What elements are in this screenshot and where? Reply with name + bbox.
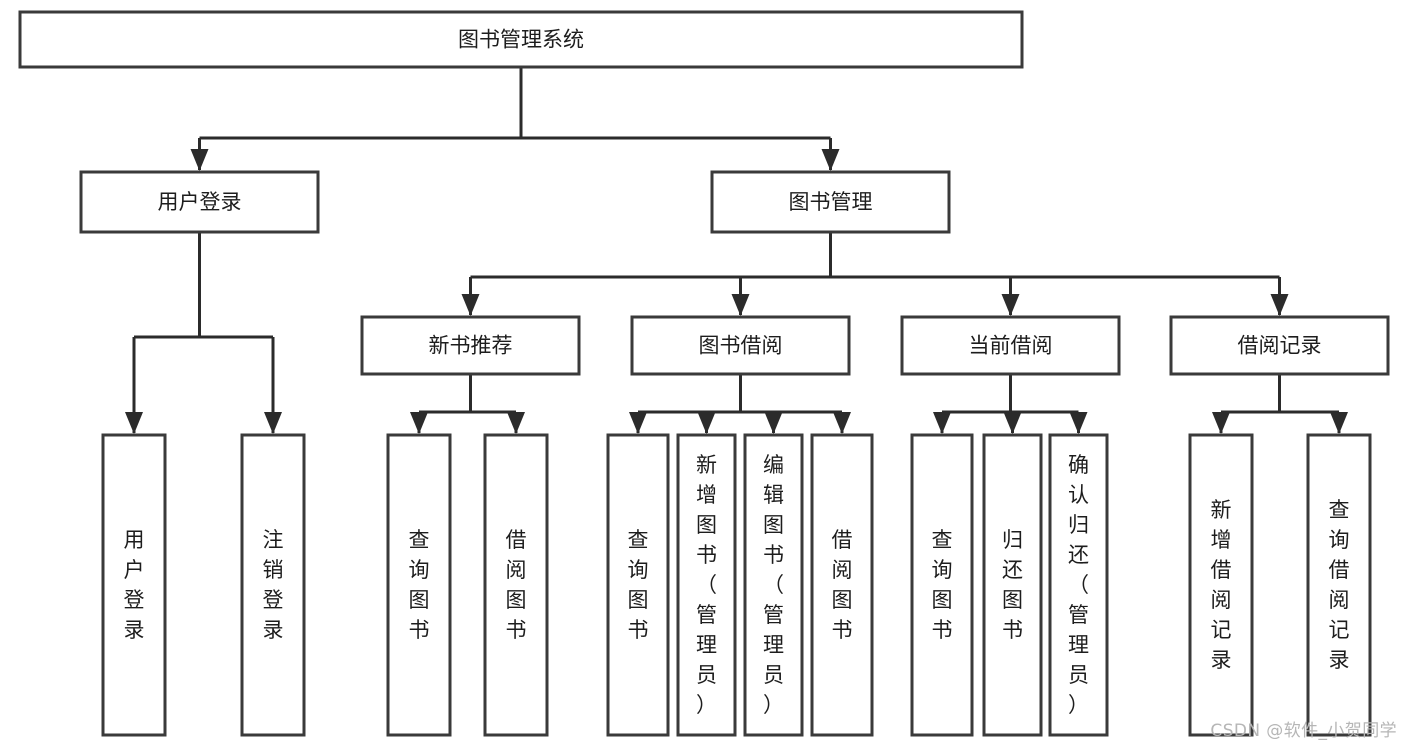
node-book-management-label: 图书管理: [789, 190, 873, 214]
node-leaf-query-book-current-rect: [910, 433, 974, 737]
arrow-head-icon: [410, 412, 428, 434]
node-leaf-logout-login[interactable]: 注销登录: [240, 433, 306, 737]
node-book-borrow-label: 图书借阅: [699, 334, 783, 358]
node-new-book-recommend-rect: [360, 315, 581, 376]
node-leaf-borrow-book-rect: [810, 433, 874, 737]
node-leaf-add-borrow-record-label: 新增借阅记录: [1211, 498, 1232, 672]
node-leaf-edit-book-admin[interactable]: 编辑图书（管理员）: [743, 433, 804, 737]
node-current-borrow-label: 当前借阅: [969, 334, 1053, 358]
node-leaf-return-book-rect: [982, 433, 1043, 737]
arrow-head-icon: [1212, 412, 1230, 434]
node-leaf-query-book-current-label: 查询图书: [932, 528, 953, 642]
node-root-rect: [18, 10, 1024, 69]
arrow-head-icon: [933, 412, 951, 434]
node-borrow-record[interactable]: 借阅记录: [1169, 315, 1390, 376]
node-user-login-rect: [79, 170, 320, 234]
node-leaf-query-borrow-record-label: 查询借阅记录: [1329, 498, 1350, 672]
node-current-borrow[interactable]: 当前借阅: [900, 315, 1121, 376]
node-leaf-return-book-label: 归还图书: [1002, 528, 1023, 642]
node-leaf-add-book-admin-rect: [676, 433, 737, 737]
node-leaf-borrow-book-recommend-label: 借阅图书: [506, 528, 527, 642]
arrow-head-icon: [1003, 412, 1022, 434]
node-leaf-edit-book-admin-rect: [743, 433, 804, 737]
node-book-borrow-rect: [630, 315, 851, 376]
node-current-borrow-rect: [900, 315, 1121, 376]
node-leaf-add-borrow-record-rect: [1188, 433, 1254, 737]
arrow-head-icon: [507, 412, 525, 434]
node-book-management-rect: [710, 170, 951, 234]
node-root-label: 图书管理系统: [458, 28, 584, 52]
node-leaf-logout-login-rect: [240, 433, 306, 737]
node-leaf-add-book-admin[interactable]: 新增图书（管理员）: [676, 433, 737, 737]
node-leaf-add-book-admin-label: 新增图书（管理员）: [696, 453, 717, 717]
arrow-head-icon: [1270, 294, 1289, 316]
node-leaf-borrow-book[interactable]: 借阅图书: [810, 433, 874, 737]
node-leaf-confirm-return-admin-rect: [1048, 433, 1109, 737]
node-leaf-borrow-book-recommend-rect: [483, 433, 549, 737]
node-leaf-query-book-recommend-label: 查询图书: [409, 528, 430, 642]
arrow-head-icon: [264, 412, 282, 434]
node-leaf-logout-login-label: 注销登录: [263, 528, 284, 642]
arrow-head-icon: [821, 149, 840, 171]
arrow-head-icon: [1069, 412, 1088, 434]
node-leaf-edit-book-admin-label: 编辑图书（管理员）: [763, 453, 784, 717]
arrow-head-icon: [833, 412, 851, 434]
node-leaf-query-book-borrow-label: 查询图书: [628, 528, 649, 642]
node-leaf-query-borrow-record-rect: [1306, 433, 1372, 737]
node-leaf-user-login-label: 用户登录: [124, 528, 145, 642]
node-leaf-query-book-borrow[interactable]: 查询图书: [606, 433, 670, 737]
node-leaf-user-login[interactable]: 用户登录: [101, 433, 167, 737]
node-leaf-return-book[interactable]: 归还图书: [982, 433, 1043, 737]
node-new-book-recommend-label: 新书推荐: [429, 334, 513, 358]
node-leaf-query-book-borrow-rect: [606, 433, 670, 737]
node-borrow-record-rect: [1169, 315, 1390, 376]
node-leaf-confirm-return-admin-label: 确认归还（管理员）: [1068, 453, 1089, 717]
node-leaf-confirm-return-admin[interactable]: 确认归还（管理员）: [1048, 433, 1109, 737]
node-leaf-query-book-recommend-rect: [386, 433, 452, 737]
node-leaf-query-book-recommend[interactable]: 查询图书: [386, 433, 452, 737]
arrow-head-icon: [764, 412, 783, 434]
node-user-login[interactable]: 用户登录: [79, 170, 320, 234]
node-borrow-record-label: 借阅记录: [1238, 334, 1322, 358]
node-leaf-borrow-book-label: 借阅图书: [832, 528, 853, 642]
node-root[interactable]: 图书管理系统: [18, 10, 1024, 69]
node-leaf-query-borrow-record[interactable]: 查询借阅记录: [1306, 433, 1372, 737]
node-leaf-user-login-rect: [101, 433, 167, 737]
node-user-login-label: 用户登录: [158, 190, 242, 214]
node-new-book-recommend[interactable]: 新书推荐: [360, 315, 581, 376]
arrow-head-icon: [629, 412, 647, 434]
node-leaf-add-borrow-record[interactable]: 新增借阅记录: [1188, 433, 1254, 737]
arrow-head-icon: [1001, 294, 1020, 316]
node-book-borrow[interactable]: 图书借阅: [630, 315, 851, 376]
arrow-head-icon: [1330, 412, 1348, 434]
node-book-management[interactable]: 图书管理: [710, 170, 951, 234]
node-leaf-borrow-book-recommend[interactable]: 借阅图书: [483, 433, 549, 737]
arrow-head-icon: [461, 294, 480, 316]
arrow-head-icon: [190, 149, 209, 171]
arrow-head-icon: [697, 412, 716, 434]
arrow-head-icon: [125, 412, 143, 434]
arrow-head-icon: [731, 294, 750, 316]
node-leaf-query-book-current[interactable]: 查询图书: [910, 433, 974, 737]
